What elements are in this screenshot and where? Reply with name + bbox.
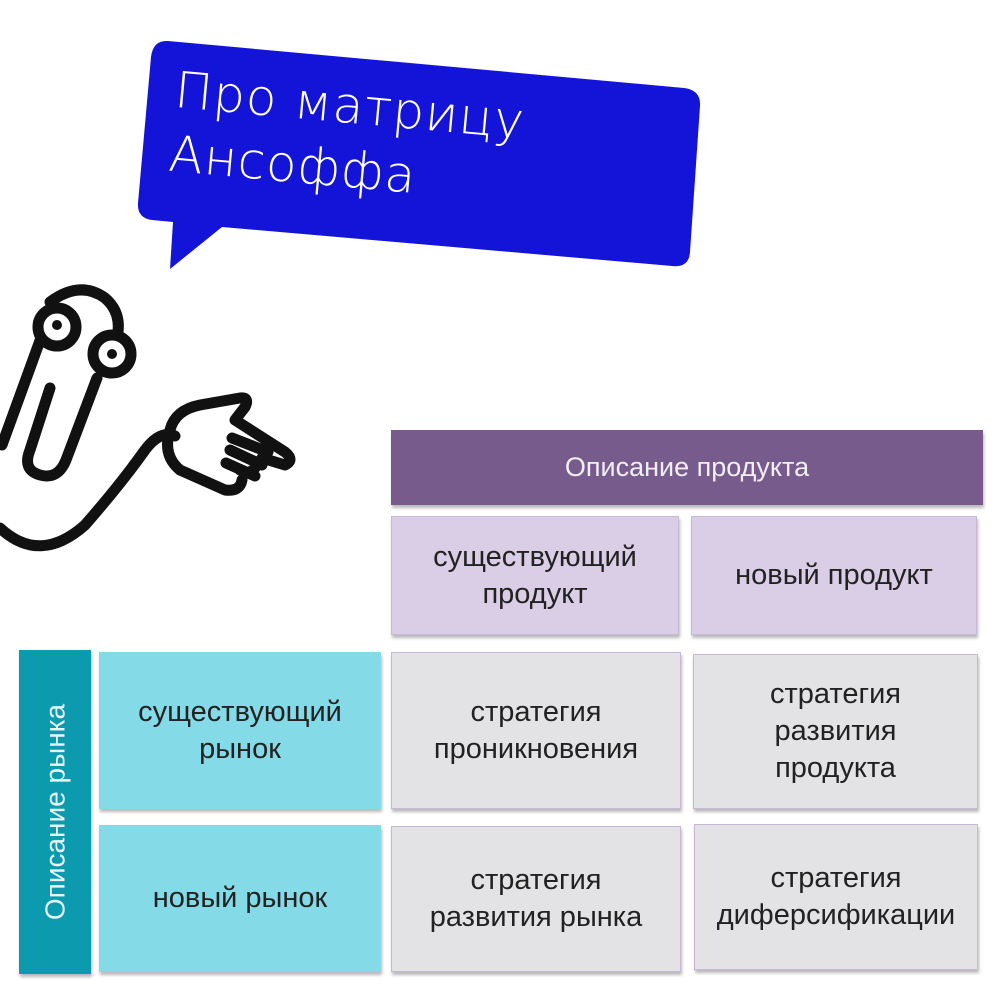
market-description-header: Описание рынка xyxy=(19,650,91,974)
cell-label-line: диферсификации xyxy=(716,899,956,931)
cell-label-line: стратегия xyxy=(770,862,902,894)
row-label-line: новый рынок xyxy=(152,882,328,914)
product-description-label: Описание продукта xyxy=(564,452,810,482)
cell-label-line: развития рынка xyxy=(429,901,643,933)
cell-label-line: стратегия xyxy=(470,864,602,896)
cell-label-line: проникновения xyxy=(433,732,639,765)
column-label-line: существующий xyxy=(433,540,637,573)
cell-label-line: развития xyxy=(774,715,897,747)
paperclip-assistant-pointing-icon xyxy=(0,284,296,552)
column-existing-product: существующий продукт xyxy=(391,516,679,635)
row-existing-market: существующий рынок xyxy=(99,652,381,809)
speech-bubble xyxy=(137,40,701,269)
cell-penetration-strategy: стратегия проникновения xyxy=(391,652,681,809)
cell-label-line: стратегия xyxy=(470,695,602,728)
cell-label-line: стратегия xyxy=(770,678,901,710)
row-label-line: существующий xyxy=(138,695,342,728)
column-label-line: новый продукт xyxy=(735,559,933,591)
cell-label-line: продукта xyxy=(775,752,896,784)
market-description-label: Описание рынка xyxy=(39,703,71,921)
row-new-market: новый рынок xyxy=(99,825,381,972)
cell-diversification-strategy: стратегия диферсификации xyxy=(694,824,978,970)
product-description-header: Описание продукта xyxy=(391,430,983,505)
column-new-product: новый продукт xyxy=(691,516,977,635)
cell-market-development-strategy: стратегия развития рынка xyxy=(391,826,681,972)
cell-product-development-strategy: стратегия развития продукта xyxy=(693,654,978,809)
row-label-line: рынок xyxy=(199,732,281,765)
column-label-line: продукт xyxy=(482,577,588,610)
